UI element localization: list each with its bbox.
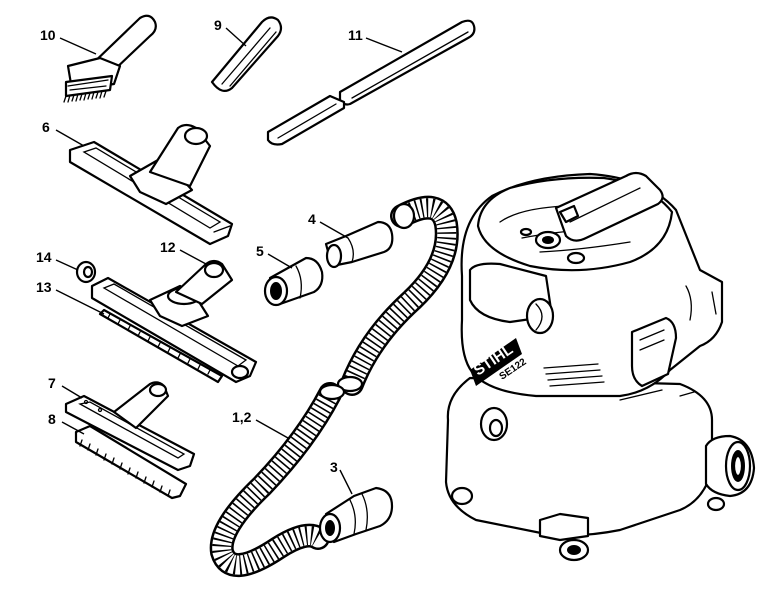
callout-1-2: 1,2: [232, 409, 252, 425]
brush-bristles: [63, 90, 107, 103]
front-caster-wheel: [538, 512, 590, 562]
right-rear-wheel: [704, 434, 756, 512]
carry-handle: [554, 171, 664, 242]
combination-nozzle-part: [64, 381, 196, 472]
wet-floor-nozzle-part: [90, 259, 258, 384]
vent-slots: [543, 363, 605, 387]
hose-adapter-part: [263, 256, 324, 307]
left-caster-wheel: [450, 486, 474, 506]
callout-8: 8: [48, 411, 56, 427]
reducer-part: [324, 220, 394, 269]
brush-strip-part: [74, 424, 188, 500]
callout-12: 12: [160, 239, 176, 255]
extension-tube-part: [266, 19, 476, 146]
upholstery-brush-part: [63, 14, 157, 103]
callout-5: 5: [256, 243, 264, 259]
callout-3: 3: [330, 459, 338, 475]
callout-4: 4: [308, 211, 316, 227]
callout-9: 9: [214, 17, 222, 33]
leader-lines: [55, 27, 403, 495]
vacuum-cleaner: STIHL SE122: [444, 171, 756, 562]
callout-6: 6: [42, 119, 50, 135]
callout-14: 14: [36, 249, 52, 265]
callout-labels: 10 9 11 6 4 5 14 12 13 7 8 1,2 3: [36, 17, 363, 475]
callout-10: 10: [40, 27, 56, 43]
nozzle-wheel-part: [75, 260, 97, 284]
hose-coupling-part: [318, 486, 394, 544]
callout-11: 11: [348, 27, 363, 43]
callout-7: 7: [48, 375, 56, 391]
floor-nozzle-part: [68, 123, 234, 246]
callout-13: 13: [36, 279, 52, 295]
crevice-tool-part: [210, 16, 283, 92]
suction-hose-part: [209, 195, 459, 578]
squeegee-insert-part: [98, 308, 224, 384]
latch-knob: [525, 297, 555, 335]
